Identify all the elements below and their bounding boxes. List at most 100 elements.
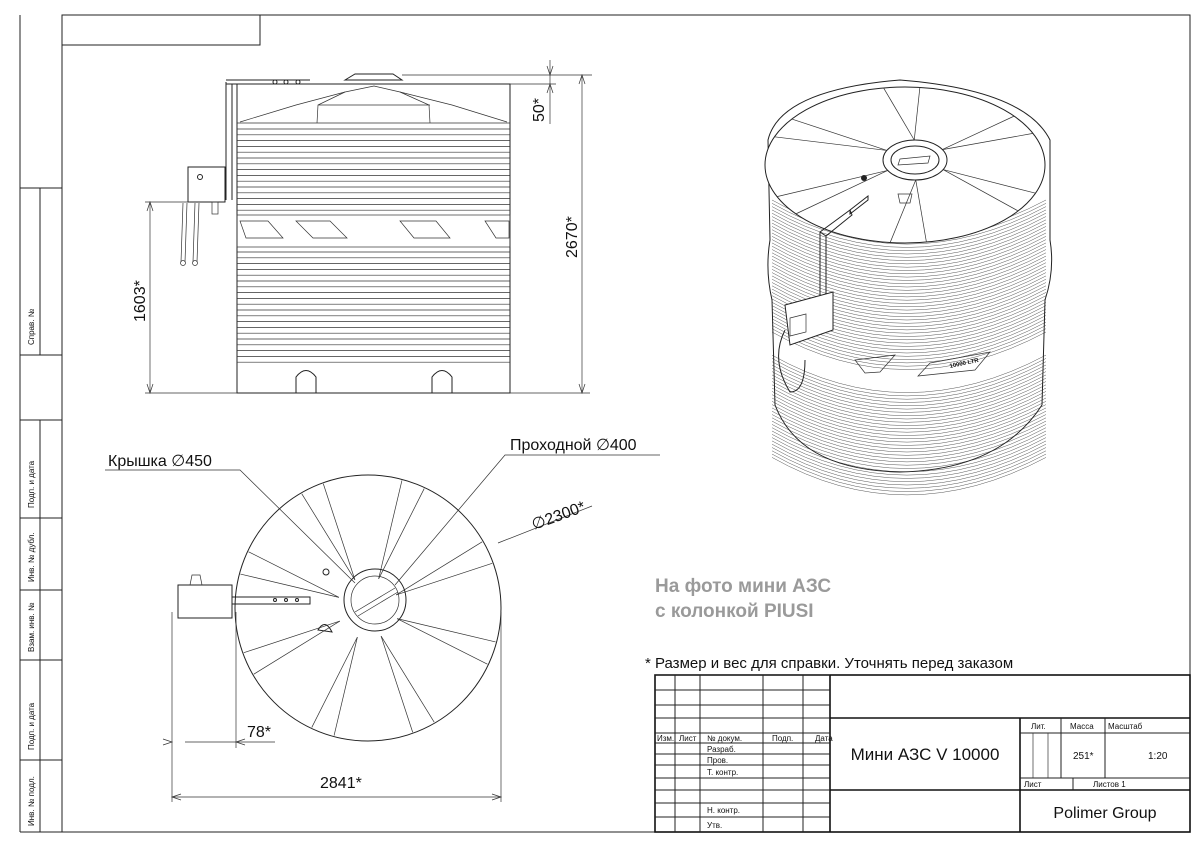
top-view: Крышка ∅450 Проходной ∅400 ∅2300* 2841* … <box>105 437 660 802</box>
sheet-frame <box>19 14 1191 833</box>
roof-spoke <box>378 480 403 579</box>
rib-line <box>771 262 1047 301</box>
dim-pump-label: 1603* <box>132 280 149 322</box>
diameter-label: ∅2300* <box>530 499 588 534</box>
rib-line <box>771 212 1047 251</box>
front-view: 2670* 50* 1603* <box>132 60 592 395</box>
rib-line <box>771 361 1047 400</box>
hdr-sign: Подп. <box>772 734 793 743</box>
dim-offset-label: 78* <box>247 724 271 741</box>
roof-spoke <box>301 493 356 581</box>
rib-line <box>771 216 1047 255</box>
stamp-orig-inv: Инв. № подл. <box>27 776 36 826</box>
rib-line <box>771 222 1047 261</box>
pump-box <box>187 166 226 203</box>
rib-line <box>771 364 1047 403</box>
roof-spoke <box>795 170 888 215</box>
rib-line <box>771 407 1047 446</box>
hdr-doc: № докум. <box>707 734 742 743</box>
dim-top-label: 50* <box>531 98 548 122</box>
roof-spoke <box>776 170 888 197</box>
rib-line <box>771 358 1047 397</box>
rib-line <box>771 219 1047 258</box>
mass-label: Масса <box>1070 722 1094 731</box>
rib-line <box>771 447 1047 486</box>
roof-spoke <box>397 618 496 643</box>
role-dev: Разраб. <box>707 745 736 754</box>
scale-value: 1:20 <box>1148 751 1168 762</box>
rib-line <box>771 368 1047 407</box>
rib-line <box>771 255 1047 294</box>
rib-line <box>771 427 1047 466</box>
roof-spoke <box>380 635 414 733</box>
roof-spoke <box>791 118 888 151</box>
roof-spoke <box>915 179 927 243</box>
rib-line <box>771 420 1047 459</box>
roof-spoke <box>333 637 358 736</box>
rib-line <box>771 377 1047 416</box>
side-stamps: Справ. № Подп. и дата Инв. № дубл. Взам.… <box>27 308 36 826</box>
footnote: * Размер и вес для справки. Уточнять пер… <box>645 655 1013 672</box>
rib-line <box>771 443 1047 482</box>
sheets-label: Листов 1 <box>1093 780 1126 789</box>
rib-line <box>771 417 1047 456</box>
rib-line <box>771 269 1047 308</box>
hdr-date: Дата <box>815 734 833 743</box>
stamp-replace-inv: Взам. инв. № <box>27 602 36 652</box>
rib-line <box>771 404 1047 443</box>
rib-line <box>771 414 1047 453</box>
rib-line <box>771 236 1047 275</box>
rib-line <box>771 325 1047 364</box>
roof-spoke <box>396 618 488 665</box>
rib-line <box>771 424 1047 463</box>
company-name: Polimer Group <box>1053 805 1156 822</box>
rib-line <box>771 249 1047 288</box>
rib-line <box>771 242 1047 281</box>
manhole-label: Проходной ∅400 <box>510 437 637 454</box>
photo-caption-line1: На фото мини АЗС <box>655 576 831 597</box>
roof-spoke <box>942 169 1019 212</box>
rib-line <box>771 381 1047 420</box>
roof-spoke <box>380 635 435 723</box>
roof-spoke <box>889 179 917 243</box>
rib-line <box>771 397 1047 436</box>
roof-spoke <box>913 87 921 141</box>
rib-line <box>771 229 1047 268</box>
role-approve: Утв. <box>707 821 722 830</box>
photo-caption-line2: с колонкой PIUSI <box>655 601 814 622</box>
title-block: Изм. Лист № докум. Подп. Дата Разраб. Пр… <box>654 674 1191 833</box>
sheet-label: Лист <box>1024 780 1042 789</box>
rib-line <box>771 430 1047 469</box>
drawing-name: Мини АЗС V 10000 <box>851 745 1000 764</box>
rib-line <box>771 440 1047 479</box>
roof-spoke <box>248 551 340 598</box>
rib-line <box>771 437 1047 476</box>
rib-line <box>771 401 1047 440</box>
rib-line <box>771 384 1047 423</box>
roof-spoke <box>395 562 493 596</box>
roof-spoke <box>322 483 356 581</box>
rib-line <box>771 387 1047 426</box>
role-tcontrol: Т. контр. <box>707 768 738 777</box>
roof-spoke <box>774 136 887 151</box>
pump-box-top <box>177 584 233 619</box>
lit-label: Лит. <box>1031 722 1046 731</box>
roof-spoke <box>240 573 339 598</box>
roof-spoke <box>253 620 341 675</box>
rib-line <box>771 391 1047 430</box>
dim-width-label: 2841* <box>320 775 362 792</box>
tank-3d-illustration: 10000 LTR <box>764 79 1053 496</box>
rib-line <box>771 354 1047 393</box>
rib-line <box>771 394 1047 433</box>
rib-line <box>771 232 1047 271</box>
hdr-izm: Изм. <box>657 734 674 743</box>
mass-value: 251* <box>1073 751 1094 762</box>
roof-spoke <box>311 636 358 728</box>
rib-line <box>771 278 1047 317</box>
roof-spoke <box>378 488 425 580</box>
role-check: Пров. <box>707 756 728 765</box>
rib-line <box>771 275 1047 314</box>
rib-line <box>771 374 1047 413</box>
roof-spoke <box>243 620 341 654</box>
